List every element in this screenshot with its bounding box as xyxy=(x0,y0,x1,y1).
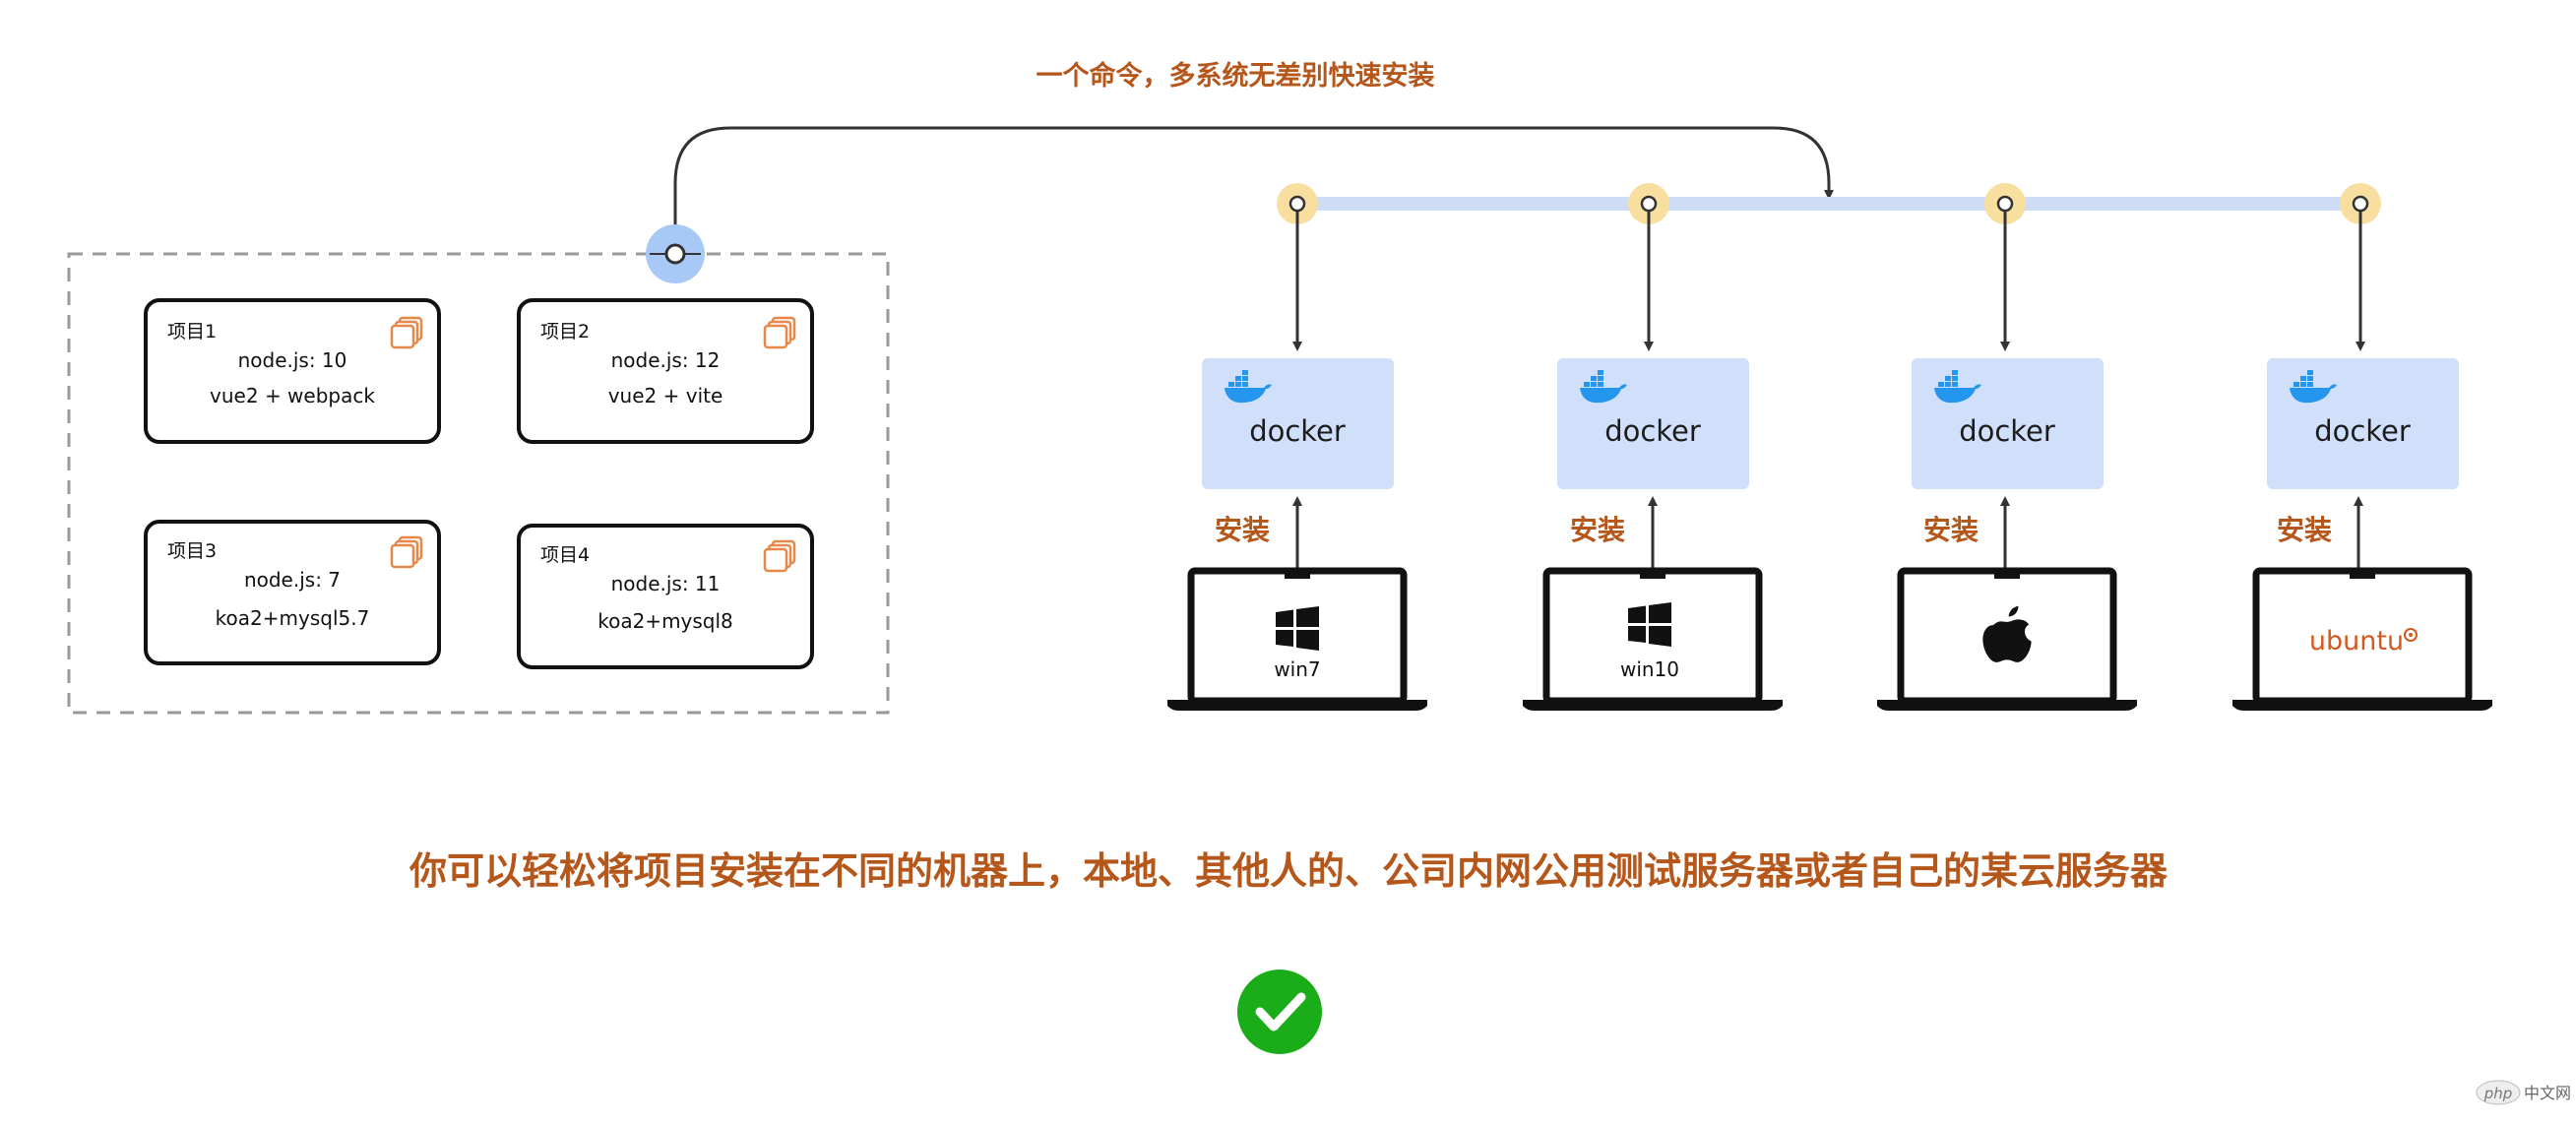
install-label: 安装 xyxy=(2277,514,2332,546)
source-node xyxy=(664,243,686,265)
project-title: 项目4 xyxy=(540,544,590,566)
bus-node xyxy=(1640,195,1658,213)
project-card: 项目1 node.js: 10 vue2 + webpack xyxy=(144,298,441,444)
project-stack-icon xyxy=(390,535,423,569)
docker-label: docker xyxy=(2314,414,2411,448)
machine-ubuntu: docker 安装 ubuntu xyxy=(2232,183,2492,711)
laptop-base xyxy=(1167,700,1427,711)
project-stack: koa2+mysql5.7 xyxy=(216,606,370,630)
project-card: 项目4 node.js: 11 koa2+mysql8 xyxy=(517,524,814,669)
laptop-notch xyxy=(1994,571,2020,579)
ubuntu-circle-icon xyxy=(2404,628,2418,642)
machine-mac: docker 安装 xyxy=(1877,183,2137,711)
project-card: 项目3 node.js: 7 koa2+mysql5.7 xyxy=(144,520,441,665)
project-stack-icon xyxy=(763,316,796,349)
laptop-notch xyxy=(2350,571,2375,579)
machine-win10: docker 安装 win10 xyxy=(1523,183,1783,711)
project-card-frame xyxy=(144,298,441,444)
project-card-frame xyxy=(517,524,814,669)
watermark-badge xyxy=(2476,1080,2521,1105)
project-card-frame xyxy=(144,520,441,665)
install-label: 安装 xyxy=(1215,514,1270,546)
watermark-text: 中文网 xyxy=(2524,1084,2571,1102)
install-label: 安装 xyxy=(1923,514,1979,546)
os-label: win10 xyxy=(1620,657,1679,681)
project-stack: vue2 + vite xyxy=(608,384,723,407)
laptop-base xyxy=(1877,700,2137,711)
project-node-version: node.js: 11 xyxy=(611,572,721,595)
check-icon xyxy=(1237,969,1322,1054)
machine-win7: docker 安装 win7 xyxy=(1167,183,1427,711)
docker-label: docker xyxy=(1959,414,2055,448)
bus-node xyxy=(1288,195,1306,213)
project-title: 项目1 xyxy=(167,321,217,343)
project-card-frame xyxy=(517,298,814,444)
project-node-version: node.js: 12 xyxy=(611,348,721,372)
project-stack: koa2+mysql8 xyxy=(597,609,733,633)
project-stack-icon xyxy=(390,316,423,349)
laptop-base xyxy=(2232,700,2492,711)
project-stack-icon xyxy=(763,539,796,573)
bus-node xyxy=(1996,195,2014,213)
laptop-notch xyxy=(1640,571,1665,579)
project-title: 项目3 xyxy=(167,540,217,562)
watermark-badge-text: php xyxy=(2483,1085,2513,1102)
project-group-frame xyxy=(67,252,890,715)
install-label: 安装 xyxy=(1570,514,1625,546)
project-node-version: node.js: 10 xyxy=(238,348,347,372)
laptop-base xyxy=(1523,700,1783,711)
watermark: php 中文网 xyxy=(2476,1080,2571,1105)
os-label: win7 xyxy=(1274,657,1320,681)
top-label: 一个命令，多系统无差别快速安装 xyxy=(1037,60,1435,92)
command-connector-arrow xyxy=(673,126,1834,252)
docker-label: docker xyxy=(1249,414,1346,448)
project-title: 项目2 xyxy=(540,321,590,343)
os-label: ubuntu xyxy=(2309,626,2404,656)
project-card: 项目2 node.js: 12 vue2 + vite xyxy=(517,298,814,444)
docker-label: docker xyxy=(1604,414,1701,448)
project-node-version: node.js: 7 xyxy=(244,568,341,592)
laptop-notch xyxy=(1285,571,1310,579)
apple-icon xyxy=(1982,605,2032,662)
project-stack: vue2 + webpack xyxy=(210,384,375,407)
caption: 你可以轻松将项目安装在不同的机器上，本地、其他人的、公司内网公用测试服务器或者自… xyxy=(408,849,2168,893)
bus-node xyxy=(2352,195,2369,213)
